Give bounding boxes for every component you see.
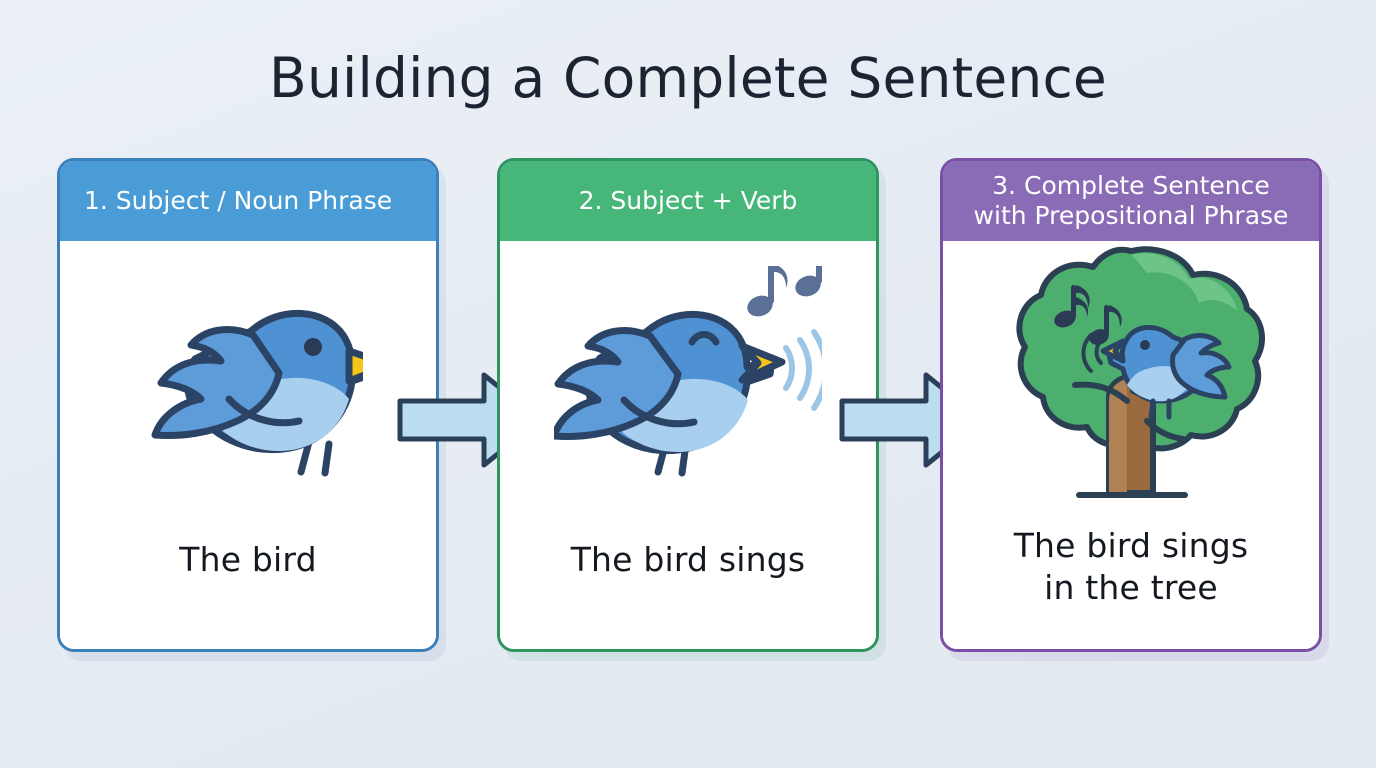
sound-waves xyxy=(783,329,822,411)
card-3-caption-line-1: The bird sings xyxy=(1013,526,1249,565)
bird-eye xyxy=(304,337,322,356)
card-complete-sentence[interactable]: 3. Complete Sentence with Prepositional … xyxy=(940,158,1322,652)
singing-bird-open-beak xyxy=(738,342,786,384)
tree-branch-lower xyxy=(1144,418,1186,442)
blue-bird-icon xyxy=(151,309,363,476)
card-3-body: The bird sings in the tree xyxy=(943,241,1319,649)
singing-blue-bird-icon xyxy=(554,266,822,477)
perched-bird-beak xyxy=(1100,338,1126,364)
singing-bird-happy-eye xyxy=(688,331,720,346)
card-1-caption: The bird xyxy=(179,539,317,581)
singing-bird-illustration xyxy=(554,251,822,501)
card-3-header: 3. Complete Sentence with Prepositional … xyxy=(943,161,1319,241)
card-subject-noun-phrase[interactable]: 1. Subject / Noun Phrase The bird xyxy=(57,158,439,652)
tree-illustration xyxy=(997,241,1265,509)
tree-music-note-2 xyxy=(1089,305,1122,345)
perched-bird-eye xyxy=(1140,340,1150,350)
green-tree-with-bird-icon xyxy=(1016,246,1265,498)
perched-bird xyxy=(1100,325,1232,420)
card-2-header: 2. Subject + Verb xyxy=(500,161,876,241)
card-2-caption: The bird sings xyxy=(571,539,806,581)
card-1-caption-line-1: The bird xyxy=(179,540,317,579)
card-subject-plus-verb[interactable]: 2. Subject + Verb xyxy=(497,158,879,652)
card-2-body: The bird sings xyxy=(500,241,876,649)
tree-foliage-highlight xyxy=(1131,253,1237,311)
card-2-caption-line-1: The bird sings xyxy=(570,540,806,579)
tree-branch-left xyxy=(1072,381,1130,404)
music-note-beamed xyxy=(795,266,822,297)
card-3-caption: The bird sings in the tree xyxy=(1014,525,1249,609)
card-1-header: 1. Subject / Noun Phrase xyxy=(60,161,436,241)
card-3-header-line-1: 3. Complete Sentence xyxy=(992,171,1270,201)
bird-beak xyxy=(345,347,363,384)
tree-music-note-1 xyxy=(1054,285,1090,328)
tree-trunk-highlight xyxy=(1109,379,1127,493)
singing-bird-wing-line xyxy=(620,396,698,428)
perched-bird-wing xyxy=(1170,333,1232,400)
music-notes xyxy=(747,266,822,317)
page-title: Building a Complete Sentence xyxy=(269,46,1107,110)
bird-wing xyxy=(151,325,283,439)
card-3-header-line-2: with Prepositional Phrase xyxy=(973,201,1289,230)
card-1-body: The bird xyxy=(60,241,436,649)
tree-music-notes xyxy=(1054,285,1122,345)
music-note-eighth xyxy=(747,266,788,317)
card-3-caption-line-2: in the tree xyxy=(1044,567,1218,607)
bird-illustration xyxy=(133,251,363,501)
singing-bird-wing xyxy=(554,327,682,440)
bird-wing-line xyxy=(225,395,303,426)
